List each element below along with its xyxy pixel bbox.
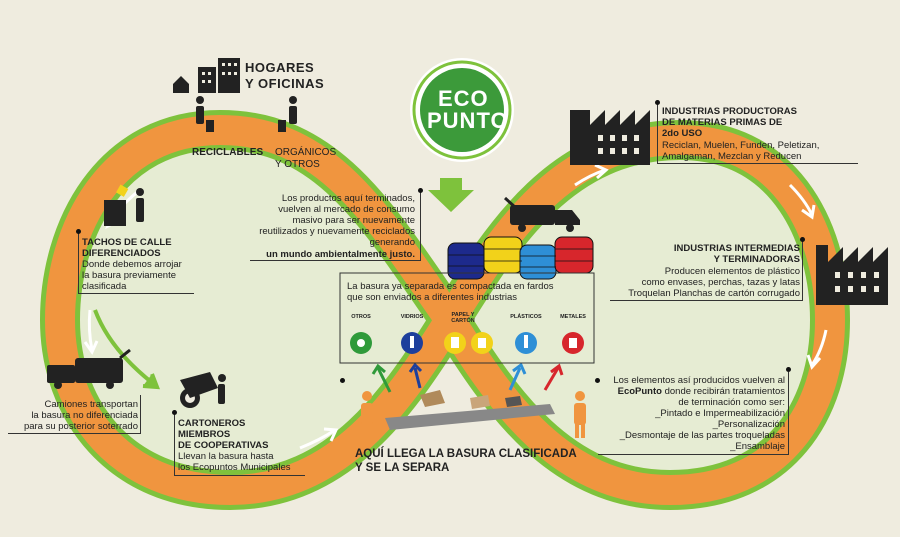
- trucks-line-2: la basura no diferenciada: [31, 410, 138, 421]
- trucks-line-1: Camiones transportan: [44, 399, 138, 410]
- cartoneros-line-2: los Ecopuntos Municipales: [178, 462, 291, 473]
- bin-label-vidrios: VIDRIOS: [400, 314, 424, 320]
- street-bins-title-2: DIFERENCIADOS: [82, 248, 161, 259]
- factory-2: [816, 245, 888, 305]
- compacted-frame: [339, 272, 595, 364]
- loop-inner-fill: [60, 130, 830, 490]
- cartoneros-title-3: DE COOPERATIVAS: [178, 440, 269, 451]
- industry1-line-1: Reciclan, Muelen, Funden, Peletizan,: [662, 140, 820, 151]
- loop-orange-band: [44, 114, 846, 506]
- industry1-line-2: Amalgaman, Mezclan y Reducen: [662, 151, 802, 162]
- return-item-3: _Desmontaje de las partes troqueladas: [619, 430, 785, 441]
- return-line-3: de terminación como ser:: [678, 397, 785, 408]
- recyclables-label: RECICLABLES: [192, 147, 264, 158]
- products-note-4: reutilizados y nuevamente reciclados: [259, 226, 415, 237]
- cartoneros-line-1: Llevan la basura hasta: [178, 451, 274, 462]
- industry1-title-3: 2do USO: [662, 128, 703, 139]
- return-item-2: _Personalización: [712, 419, 785, 430]
- return-item-4: _Ensamblaje: [730, 441, 785, 452]
- bin-label-otros: OTROS: [351, 314, 371, 320]
- cartoneros-title-1: CARTONEROS: [178, 418, 246, 429]
- trucks-frame: [8, 395, 141, 434]
- bin-label-papel: PAPEL Y CARTÓN: [451, 312, 475, 324]
- eco-title: ECO: [438, 86, 489, 111]
- return-line-1: Los elementos así producidos vuelven al: [613, 375, 785, 386]
- conveyor: [385, 390, 555, 430]
- industry2-title-1: INDUSTRIAS INTERMEDIAS: [673, 243, 800, 254]
- sort-arrows: [371, 362, 564, 393]
- homes-title-2: Y OFICINAS: [245, 76, 325, 91]
- bin-circles: [350, 332, 584, 354]
- street-bins-frame: [78, 233, 194, 294]
- products-note-frame: [250, 191, 421, 261]
- cartonero: [180, 372, 226, 408]
- down-arrow: [428, 178, 474, 212]
- industry2-title-2: Y TERMINADORAS: [713, 254, 800, 265]
- products-note-5: generando: [369, 237, 415, 248]
- trucks-line-3: para su posterior soterrado: [23, 421, 138, 432]
- bin-label-plasticos: PLÁSTICOS: [510, 314, 542, 320]
- organic-label-2: Y OTROS: [275, 159, 320, 170]
- return-item-1: _Pintado e Impermeabilización: [655, 408, 785, 419]
- street-bins-line-3: clasificada: [82, 281, 127, 292]
- products-note-2: vuelven al mercado de consumo: [278, 204, 415, 215]
- organic-label-1: ORGÁNICOS: [275, 147, 337, 158]
- arrival-title-1: AQUÍ LLEGA LA BASURA CLASIFICADA: [355, 448, 577, 460]
- products-note-6: un mundo ambientalmente justo.: [266, 249, 415, 260]
- compacted-line-2: que son enviados a diferentes industrias: [347, 292, 518, 303]
- street-bins-title-1: TACHOS DE CALLE: [82, 237, 172, 248]
- industry1-frame: [657, 104, 858, 164]
- compacted-bales: [447, 236, 594, 280]
- industry1-title-2: DE MATERIAS PRIMAS DE: [662, 117, 783, 128]
- cartoneros-frame: [174, 414, 305, 476]
- people-bins-top: [196, 96, 297, 132]
- factory-1: [570, 110, 650, 165]
- return-frame: [598, 372, 789, 455]
- products-note-1: Los productos aquí terminados,: [281, 193, 415, 204]
- bin-label-metales: METALES: [560, 314, 586, 320]
- person-street-bin: [104, 184, 144, 226]
- workers: [361, 391, 586, 438]
- return-line-2: EcoPunto donde recibirán tratamientos: [617, 386, 785, 397]
- industry2-frame: [610, 240, 803, 301]
- industry2-line-1: Producen elementos de plástico: [664, 266, 800, 277]
- truck-left: [47, 348, 131, 389]
- industry2-line-2: como envases, perchas, tazas y latas: [641, 277, 800, 288]
- street-bins-line-2: la basura previamente: [82, 270, 176, 281]
- truck-top: [503, 196, 580, 232]
- street-bins-line-1: Donde debemos arrojar: [82, 259, 182, 270]
- industry1-title-1: INDUSTRIAS PRODUCTORAS: [662, 106, 797, 117]
- buildings: [173, 58, 240, 93]
- products-note-3: masivo para ser nuevamente: [292, 215, 415, 226]
- homes-title-1: HOGARES: [245, 60, 315, 75]
- compacted-line-1: La basura ya separada es compactada en f…: [347, 281, 554, 292]
- industry2-line-3: Troquelan Planchas de cartón corrugado: [628, 288, 800, 299]
- inner-green-arrows: [93, 309, 160, 390]
- arrival-title-2: Y SE LA SEPARA: [355, 462, 450, 474]
- cartoneros-title-2: MIEMBROS: [178, 429, 231, 440]
- punto-title: PUNTO: [427, 108, 509, 133]
